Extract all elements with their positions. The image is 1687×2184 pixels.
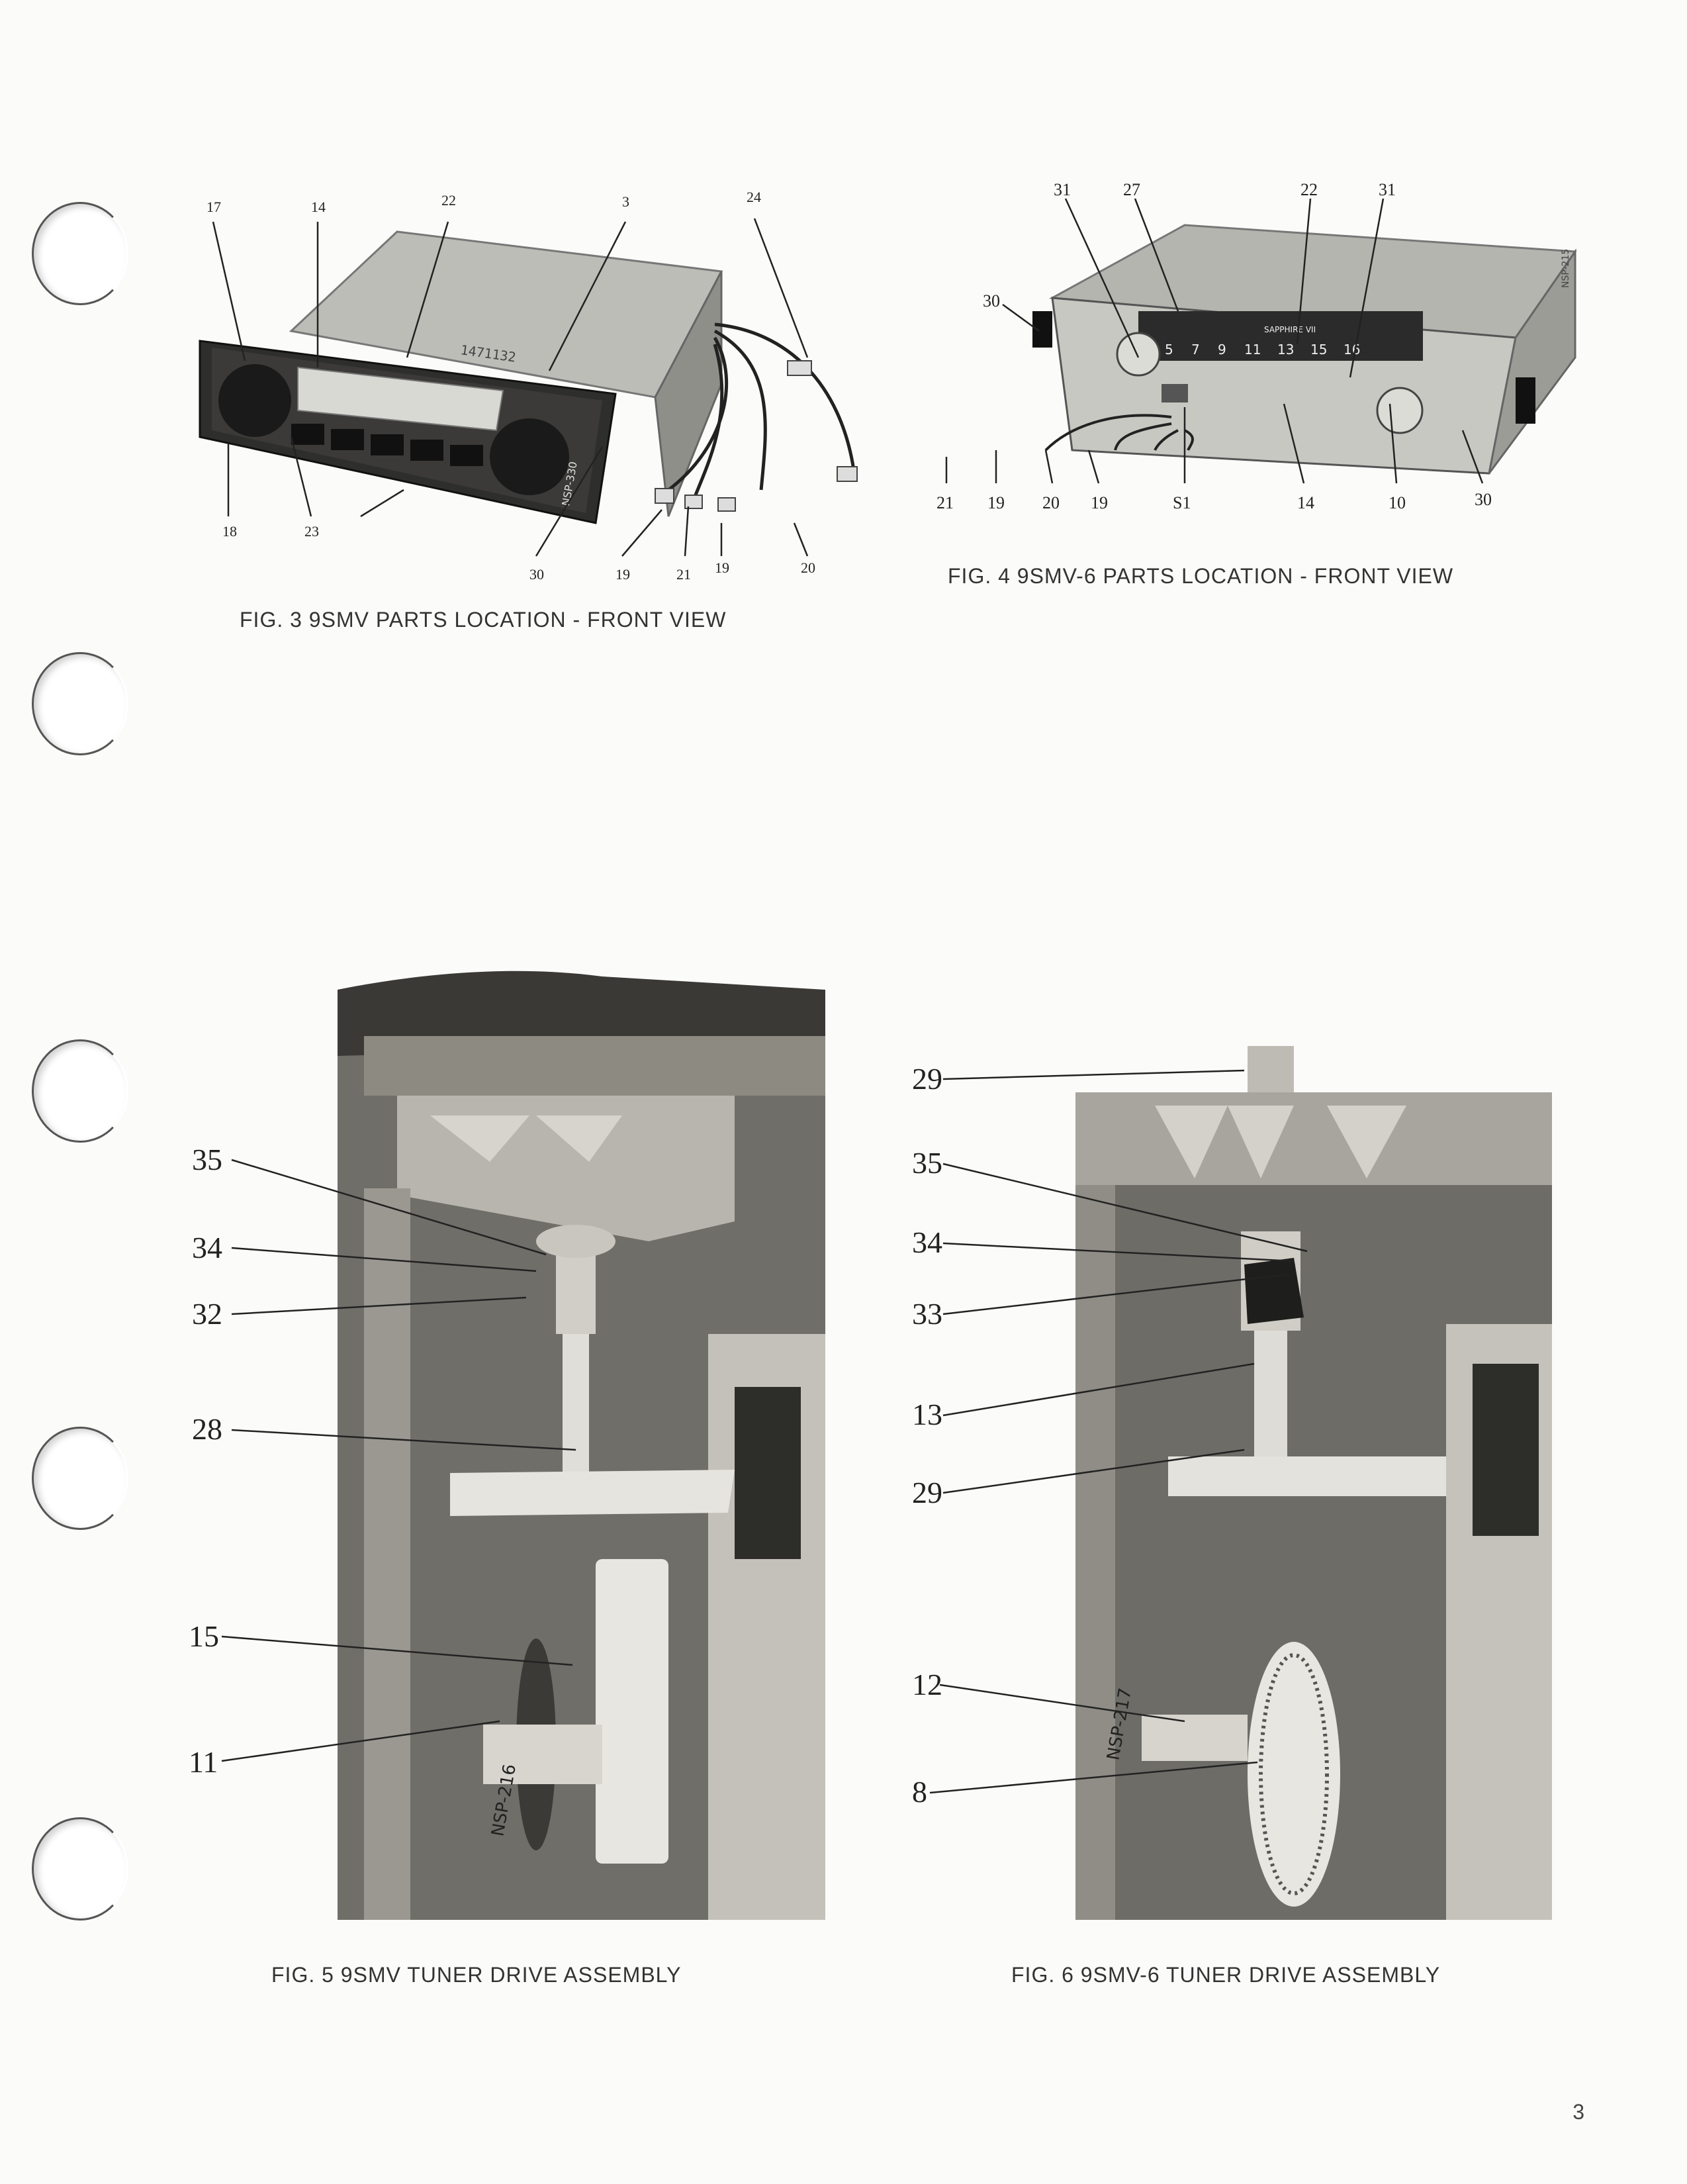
callout-number: 35 [192, 1143, 222, 1176]
figure-caption: FIG. 5 9SMV TUNER DRIVE ASSEMBLY [271, 1963, 682, 1987]
callout-number: 23 [304, 523, 319, 540]
svg-text:11: 11 [1244, 342, 1261, 357]
callout-number: 35 [912, 1146, 942, 1180]
callout-number: 30 [983, 291, 1000, 310]
svg-text:13: 13 [1277, 342, 1294, 357]
callout-number: 31 [1054, 180, 1071, 199]
svg-text:SAPPHIRE VII: SAPPHIRE VII [1264, 325, 1316, 334]
callout-number: 21 [676, 566, 691, 583]
callout-number: 19 [715, 559, 729, 576]
callout-number: 31 [1379, 180, 1396, 199]
binder-hole [32, 1039, 128, 1143]
svg-text:7: 7 [1191, 342, 1200, 357]
svg-text:16: 16 [1344, 342, 1360, 357]
binder-hole [32, 652, 128, 755]
callout-number: 19 [1091, 493, 1108, 512]
callout-number: 15 [189, 1619, 219, 1653]
callout-number: 27 [1123, 180, 1140, 199]
callout-number: 18 [222, 523, 237, 540]
callout-number: 20 [1042, 493, 1060, 512]
callout-number: 29 [912, 1062, 942, 1096]
callout-number: 12 [912, 1668, 942, 1701]
callout-number: 24 [747, 189, 761, 205]
callout-number: 11 [189, 1745, 218, 1779]
page-number: 3 [1573, 2100, 1584, 2124]
callout-number: 34 [912, 1225, 942, 1259]
callout-number: 8 [912, 1775, 927, 1809]
figure-caption: FIG. 3 9SMV PARTS LOCATION - FRONT VIEW [240, 608, 727, 632]
callout-number: 30 [529, 566, 544, 583]
callout-number: 17 [206, 199, 221, 215]
callout-number: 22 [1300, 180, 1318, 199]
callout-number: 28 [192, 1412, 222, 1446]
fig4-photo: SAPPHIRE VII 5 7 9 11 13 15 16 NSP-215 [920, 212, 1595, 490]
callout-number: S1 [1173, 493, 1191, 512]
callout-number: 10 [1389, 493, 1406, 512]
callout-number: 3 [622, 193, 629, 210]
svg-text:15: 15 [1310, 342, 1327, 357]
callout-number: 13 [912, 1398, 942, 1431]
callout-number: 32 [192, 1297, 222, 1331]
callout-number: 14 [1297, 493, 1314, 512]
callout-number: 33 [912, 1297, 942, 1331]
binder-hole [32, 1817, 128, 1921]
callout-number: 19 [616, 566, 630, 583]
figure-caption: FIG. 4 9SMV-6 PARTS LOCATION - FRONT VIE… [948, 564, 1454, 588]
callout-number: 22 [441, 192, 456, 209]
svg-text:NSP-215: NSP-215 [1561, 249, 1571, 288]
callout-number: 29 [912, 1476, 942, 1509]
callout-number: 20 [801, 559, 815, 576]
callout-number: 21 [936, 493, 954, 512]
callout-number: 30 [1475, 490, 1492, 509]
svg-text:5: 5 [1165, 342, 1173, 357]
figure-caption: FIG. 6 9SMV-6 TUNER DRIVE ASSEMBLY [1011, 1963, 1441, 1987]
fig6-photo: NSP-217 [1075, 1046, 1552, 1920]
svg-text:9: 9 [1218, 342, 1226, 357]
callout-number: 19 [987, 493, 1005, 512]
binder-hole [32, 1427, 128, 1530]
fig3-photo: 1471132 NSP-330 [192, 212, 874, 583]
fig5-photo: NSP-216 [338, 963, 825, 1920]
callout-number: 14 [311, 199, 326, 215]
callout-number: 34 [192, 1231, 222, 1264]
binder-hole [32, 202, 128, 305]
